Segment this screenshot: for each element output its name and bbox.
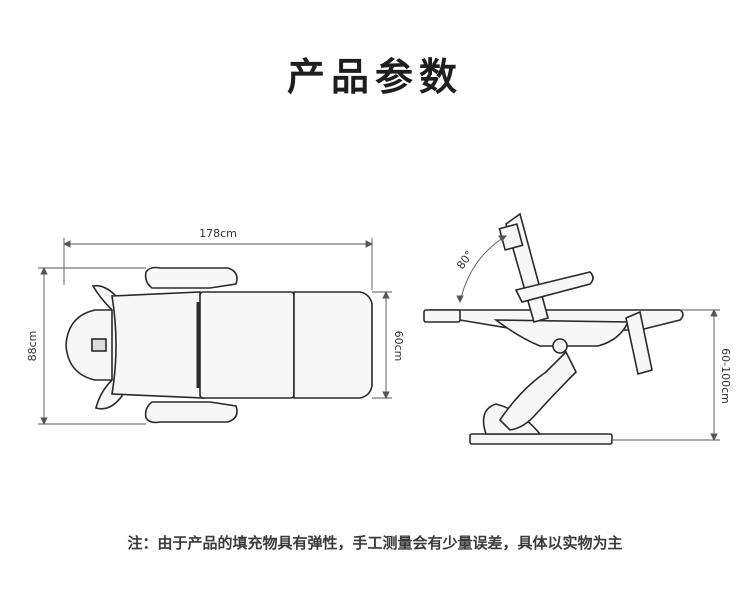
height-label: 60-100cm	[719, 348, 732, 404]
height-dimension	[612, 308, 720, 442]
seat-width-arrows	[382, 290, 390, 400]
lift-joint	[552, 338, 568, 354]
back-section	[111, 291, 205, 399]
base-plate	[469, 433, 613, 445]
head-end	[423, 309, 461, 323]
under-frame	[493, 319, 630, 347]
lift-column	[498, 350, 577, 431]
armrest-bottom	[144, 401, 238, 424]
seat-section	[199, 291, 295, 399]
top-view	[65, 266, 373, 424]
height-arrows	[710, 308, 718, 442]
length-arrows	[62, 240, 374, 248]
seat-width-label: 60cm	[392, 331, 405, 362]
top-view-dimensions	[38, 238, 392, 426]
angle-label: 80°	[454, 248, 476, 271]
angle-arc	[459, 235, 507, 303]
disclaimer-note: 注：由于产品的填充物具有弹性，手工测量会有少量误差，具体以实物为主	[127, 534, 623, 552]
width-label: 88cm	[26, 331, 39, 362]
head-clamp	[91, 338, 107, 352]
armrest-top	[144, 266, 238, 289]
angle-indicator	[456, 235, 507, 304]
width-arrows	[40, 266, 48, 426]
side-view	[423, 212, 684, 445]
angle-arrow-bottom	[456, 295, 464, 304]
armrest-raised	[514, 271, 594, 303]
leg-section	[293, 291, 373, 399]
length-label: 178cm	[199, 227, 237, 240]
angle-arrow-top	[498, 235, 507, 242]
page-title: 产品参数	[286, 55, 463, 99]
leg-rest-lowered	[625, 310, 653, 376]
